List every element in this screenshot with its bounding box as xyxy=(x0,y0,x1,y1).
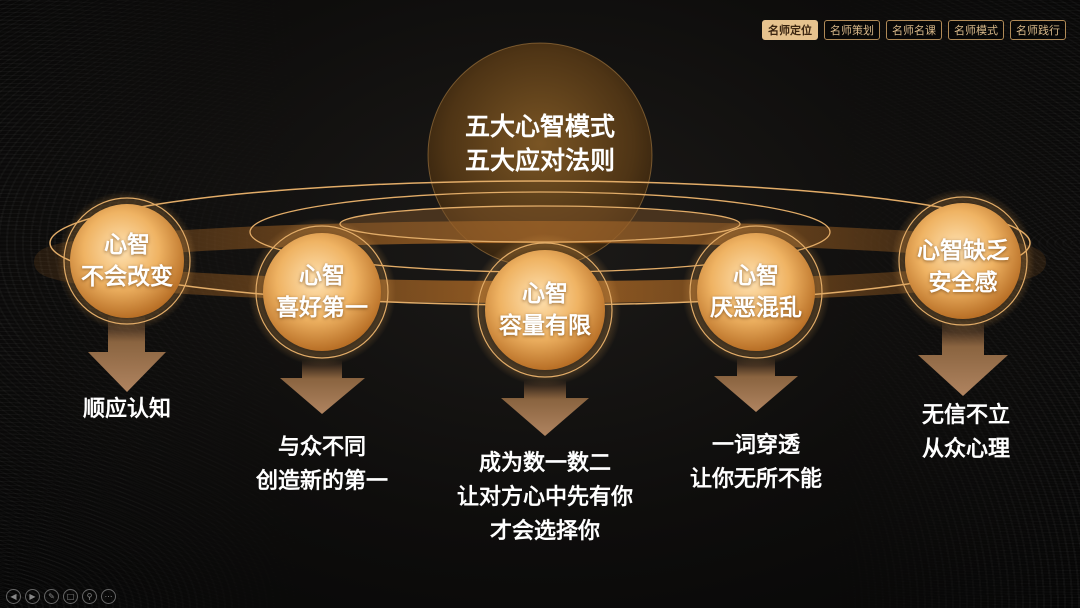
node-1-line2: 不会改变 xyxy=(81,263,173,290)
desc-4-line2: 让你无所不能 xyxy=(689,466,822,492)
desc-3-line1: 成为数一数二 xyxy=(478,450,611,476)
node-label-4: 心智 厌恶混乱 xyxy=(686,260,826,324)
desc-2-line1: 与众不同 xyxy=(277,434,366,460)
node-4-line2: 厌恶混乱 xyxy=(710,294,802,321)
node-ball-5 xyxy=(891,189,1035,333)
node-desc-1: 顺应认知 xyxy=(47,392,207,426)
desc-4-line1: 一词穿透 xyxy=(711,432,800,458)
arrow-3 xyxy=(501,380,589,436)
node-desc-4: 一词穿透 让你无所不能 xyxy=(666,428,846,496)
next-icon[interactable]: ▶ xyxy=(25,589,40,604)
node-ball-3 xyxy=(469,234,621,386)
arrow-4 xyxy=(714,358,798,412)
center-title-line1: 五大心智模式 xyxy=(464,112,615,141)
zoom-icon[interactable]: ⚲ xyxy=(82,589,97,604)
node-2-line2: 喜好第一 xyxy=(276,294,368,321)
arrow-1 xyxy=(88,315,166,392)
node-desc-5: 无信不立 从众心理 xyxy=(886,398,1046,466)
node-5-line2: 安全感 xyxy=(928,269,998,296)
node-2-line1: 心智 xyxy=(299,262,345,289)
desc-3-line2: 让对方心中先有你 xyxy=(456,484,633,510)
desc-5-line1: 无信不立 xyxy=(921,402,1010,428)
slides-icon[interactable]: □ xyxy=(63,589,78,604)
desc-1-line1: 顺应认知 xyxy=(82,396,171,422)
node-ball-1 xyxy=(57,191,197,331)
more-icon[interactable]: ⋯ xyxy=(101,589,116,604)
node-label-2: 心智 喜好第一 xyxy=(252,260,392,324)
tab-planning[interactable]: 名师策划 xyxy=(824,20,880,40)
tab-positioning[interactable]: 名师定位 xyxy=(762,20,818,40)
tab-mode[interactable]: 名师模式 xyxy=(948,20,1004,40)
slideshow-controls: ◀ ▶ ✎ □ ⚲ ⋯ xyxy=(6,589,116,604)
node-desc-2: 与众不同 创造新的第一 xyxy=(222,430,422,498)
desc-2-line2: 创造新的第一 xyxy=(255,468,388,494)
node-label-5: 心智缺乏 安全感 xyxy=(893,235,1033,299)
pen-icon[interactable]: ✎ xyxy=(44,589,59,604)
prev-icon[interactable]: ◀ xyxy=(6,589,21,604)
node-5-line1: 心智缺乏 xyxy=(917,237,1009,264)
node-desc-3: 成为数一数二 让对方心中先有你 才会选择你 xyxy=(425,446,665,548)
node-3-line2: 容量有限 xyxy=(499,312,591,339)
desc-3-line3: 才会选择你 xyxy=(489,518,600,544)
section-tabs: 名师定位 名师策划 名师名课 名师模式 名师践行 xyxy=(762,20,1066,40)
desc-5-line2: 从众心理 xyxy=(921,436,1010,462)
node-4-line1: 心智 xyxy=(733,262,779,289)
node-label-1: 心智 不会改变 xyxy=(57,229,197,293)
node-ball-4 xyxy=(682,218,830,366)
node-3-line1: 心智 xyxy=(522,280,568,307)
arrow-2 xyxy=(280,360,365,414)
node-1-line1: 心智 xyxy=(104,231,150,258)
center-title: 五大心智模式 五大应对法则 xyxy=(428,110,652,178)
center-title-line2: 五大应对法则 xyxy=(464,146,615,175)
arrow-5 xyxy=(918,320,1008,396)
tab-courses[interactable]: 名师名课 xyxy=(886,20,942,40)
tab-practice[interactable]: 名师践行 xyxy=(1010,20,1066,40)
node-ball-2 xyxy=(248,218,396,366)
node-label-3: 心智 容量有限 xyxy=(475,278,615,342)
